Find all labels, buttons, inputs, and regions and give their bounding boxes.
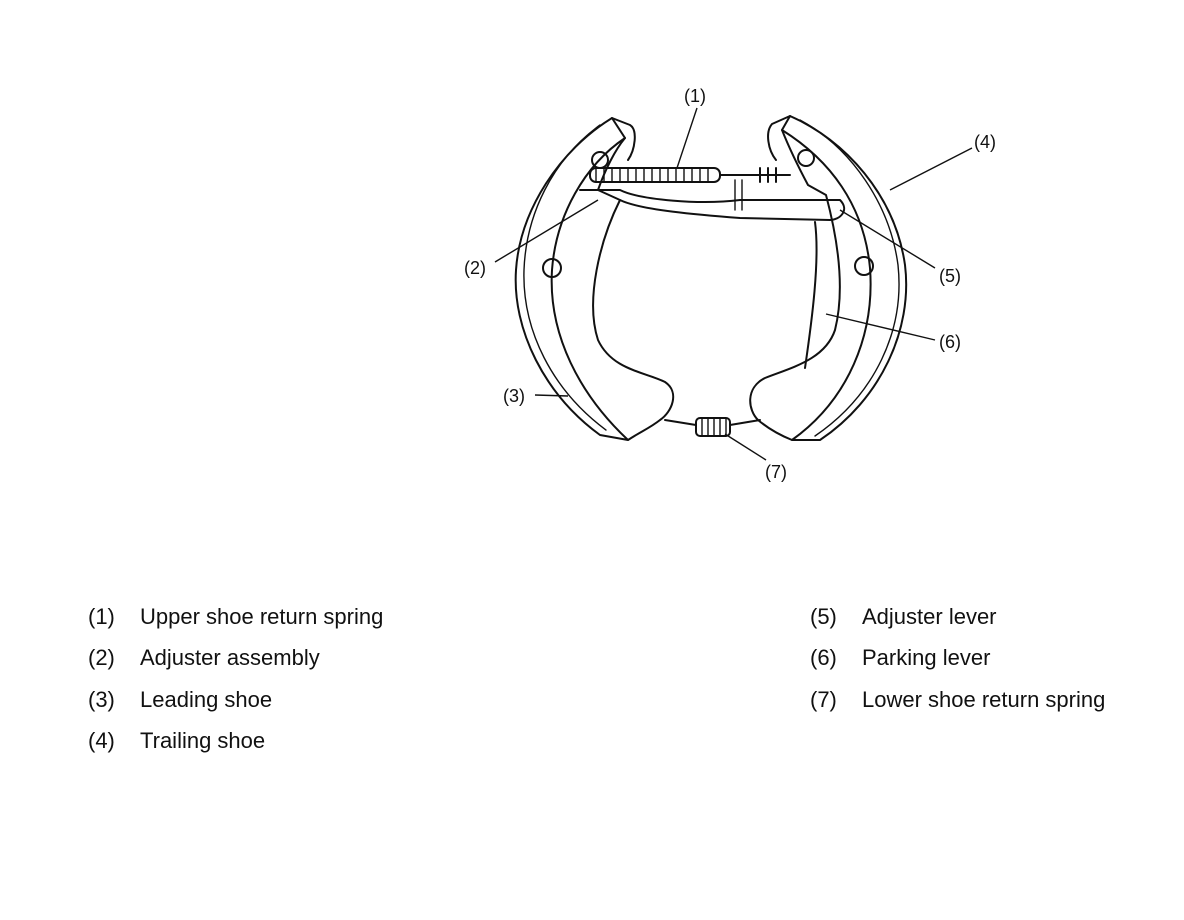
legend-label: Parking lever	[862, 645, 991, 671]
legend-number: (1)	[88, 603, 115, 629]
legend-number: (6)	[810, 645, 837, 671]
leader-6	[825, 313, 936, 341]
callout-5: (5)	[939, 266, 961, 286]
leader-3	[534, 394, 569, 397]
legend-number: (2)	[88, 645, 115, 671]
callout-2: (2)	[464, 258, 486, 278]
callout-3: (3)	[503, 386, 525, 406]
legend-item: (1) Upper shoe return spring	[88, 596, 383, 638]
leader-4	[889, 147, 973, 191]
legend-number: (7)	[810, 686, 837, 712]
legend-item: (3) Leading shoe	[88, 679, 383, 721]
legend-item: (6) Parking lever	[810, 638, 1105, 680]
legend-number: (4)	[88, 728, 115, 754]
legend-label: Leading shoe	[140, 686, 273, 712]
legend-item: (4) Trailing shoe	[88, 721, 383, 763]
legend-number: (3)	[88, 686, 115, 712]
callout-7: (7)	[765, 462, 787, 482]
leader-5	[839, 209, 936, 269]
leader-7	[724, 433, 767, 461]
upper-shoe-return-spring	[589, 167, 791, 183]
leader-1	[676, 107, 698, 169]
legend-label: Trailing shoe	[140, 728, 266, 754]
parking-lever	[804, 221, 818, 369]
leading-shoe	[514, 117, 675, 441]
legend-item: (2) Adjuster assembly	[88, 638, 383, 680]
legend-item: (5) Adjuster lever	[810, 596, 1105, 638]
legend-label: Adjuster lever	[862, 603, 997, 629]
trailing-shoe	[749, 115, 908, 441]
callout-6: (6)	[939, 332, 961, 352]
legend-right: (5) Adjuster lever (6) Parking lever (7)…	[810, 596, 1105, 721]
legend-number: (5)	[810, 603, 837, 629]
brake-shoe-diagram: (1) (2) (3) (4) (5) (6) (7)	[464, 86, 996, 482]
legend-item: (7) Lower shoe return spring	[810, 679, 1105, 721]
adjuster-assembly	[579, 179, 846, 221]
legend-label: Adjuster assembly	[140, 645, 320, 671]
legend-label: Lower shoe return spring	[862, 686, 1106, 712]
callout-4: (4)	[974, 132, 996, 152]
leader-2	[494, 199, 599, 263]
callout-1: (1)	[684, 86, 706, 106]
legend-left: (1) Upper shoe return spring (2) Adjuste…	[88, 596, 383, 762]
legend-label: Upper shoe return spring	[140, 603, 384, 629]
lower-shoe-return-spring	[664, 417, 761, 437]
